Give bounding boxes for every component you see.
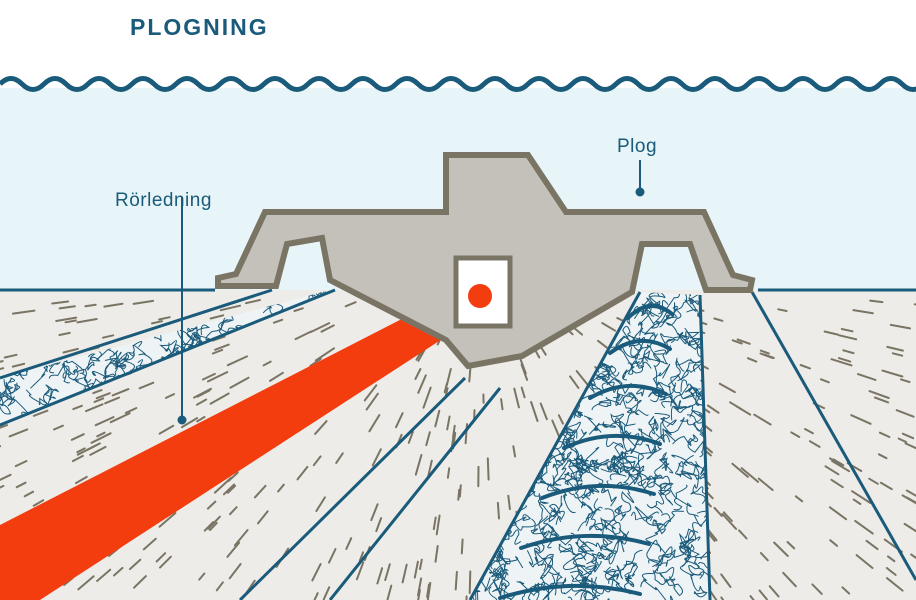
pipeline-label: Rörledning xyxy=(115,190,212,211)
wave-line xyxy=(0,76,916,92)
leader-lines xyxy=(177,160,645,425)
furrow-lines xyxy=(238,291,916,600)
plough-label: Plog xyxy=(617,136,658,157)
plough xyxy=(215,152,756,370)
pipeline xyxy=(0,283,490,600)
pipe-opening xyxy=(453,255,513,329)
diagram-title: PLOGNING xyxy=(130,14,269,40)
